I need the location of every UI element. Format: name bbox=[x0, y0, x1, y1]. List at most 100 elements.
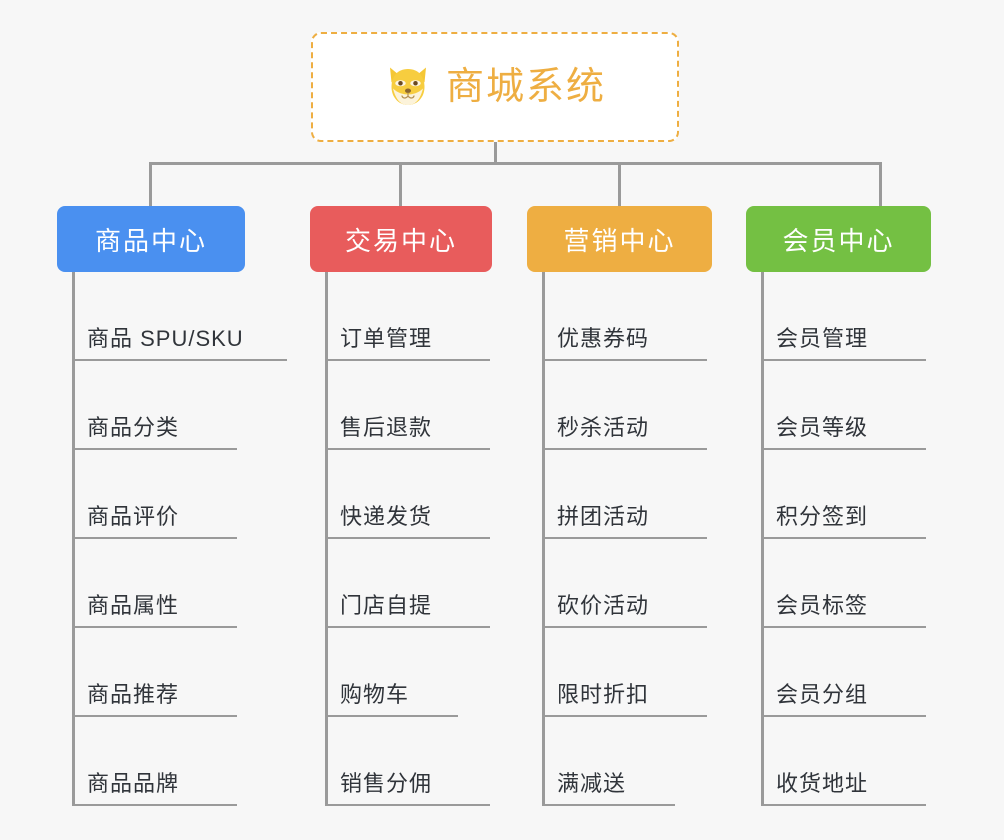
leaf-label: 商品推荐 bbox=[87, 682, 180, 707]
connector-drop-4 bbox=[879, 162, 882, 208]
list-item[interactable]: 积分签到 bbox=[746, 450, 931, 539]
category-header-1[interactable]: 商品中心 bbox=[57, 206, 245, 272]
connector-drop-3 bbox=[618, 162, 621, 208]
leaf-label: 商品属性 bbox=[87, 593, 180, 618]
list-item[interactable]: 商品推荐 bbox=[57, 628, 245, 717]
leaf-label: 商品 SPU/SKU bbox=[87, 326, 244, 351]
list-item[interactable]: 订单管理 bbox=[310, 272, 492, 361]
list-item[interactable]: 购物车 bbox=[310, 628, 492, 717]
leaf-label: 会员分组 bbox=[776, 682, 869, 707]
leaf-label: 秒杀活动 bbox=[557, 415, 650, 440]
leaf-label: 销售分佣 bbox=[340, 771, 433, 796]
list-item[interactable]: 门店自提 bbox=[310, 539, 492, 628]
list-item[interactable]: 商品分类 bbox=[57, 361, 245, 450]
branch-column-2: 交易中心 订单管理 售后退款 快递发货 门店自提 购物车 bbox=[310, 206, 492, 806]
list-item[interactable]: 售后退款 bbox=[310, 361, 492, 450]
leaf-rule bbox=[325, 448, 490, 450]
leaf-label: 商品分类 bbox=[87, 415, 180, 440]
leaf-rule bbox=[761, 715, 926, 717]
leaf-rule bbox=[761, 537, 926, 539]
list-item[interactable]: 商品属性 bbox=[57, 539, 245, 628]
root-node[interactable]: 商城系统 bbox=[311, 32, 679, 142]
connector-drop-1 bbox=[149, 162, 152, 208]
branch-column-4: 会员中心 会员管理 会员等级 积分签到 会员标签 会员分组 bbox=[746, 206, 931, 806]
leaf-label: 砍价活动 bbox=[557, 593, 650, 618]
leaf-list-4: 会员管理 会员等级 积分签到 会员标签 会员分组 收货地址 bbox=[746, 272, 931, 806]
list-item[interactable]: 销售分佣 bbox=[310, 717, 492, 806]
leaf-list-3: 优惠券码 秒杀活动 拼团活动 砍价活动 限时折扣 满减送 bbox=[527, 272, 712, 806]
connector-trunk bbox=[494, 142, 497, 164]
list-item[interactable]: 优惠券码 bbox=[527, 272, 712, 361]
connector-bus bbox=[149, 162, 882, 165]
leaf-rule bbox=[761, 448, 926, 450]
shiba-dog-face-icon bbox=[389, 67, 426, 105]
leaf-label: 快递发货 bbox=[340, 504, 433, 529]
list-item[interactable]: 商品品牌 bbox=[57, 717, 245, 806]
leaf-rule bbox=[325, 715, 458, 717]
branch-column-3: 营销中心 优惠券码 秒杀活动 拼团活动 砍价活动 限时折扣 bbox=[527, 206, 712, 806]
leaf-label: 限时折扣 bbox=[557, 682, 650, 707]
root-title: 商城系统 bbox=[445, 66, 606, 108]
leaf-list-2: 订单管理 售后退款 快递发货 门店自提 购物车 销售分佣 bbox=[310, 272, 492, 806]
list-item[interactable]: 收货地址 bbox=[746, 717, 931, 806]
leaf-rule bbox=[542, 448, 707, 450]
leaf-label: 优惠券码 bbox=[557, 326, 650, 351]
list-item[interactable]: 拼团活动 bbox=[527, 450, 712, 539]
branch-spine-3 bbox=[542, 272, 545, 806]
leaf-label: 积分签到 bbox=[776, 504, 869, 529]
leaf-rule bbox=[542, 537, 707, 539]
list-item[interactable]: 会员分组 bbox=[746, 628, 931, 717]
list-item[interactable]: 秒杀活动 bbox=[527, 361, 712, 450]
list-item[interactable]: 快递发货 bbox=[310, 450, 492, 539]
leaf-rule bbox=[761, 804, 926, 806]
leaf-rule bbox=[761, 359, 926, 361]
leaf-label: 商品品牌 bbox=[87, 771, 180, 796]
leaf-label: 拼团活动 bbox=[557, 504, 650, 529]
leaf-label: 购物车 bbox=[340, 682, 410, 707]
leaf-rule bbox=[325, 359, 490, 361]
leaf-label: 门店自提 bbox=[340, 593, 433, 618]
category-header-label: 营销中心 bbox=[563, 225, 676, 256]
leaf-rule bbox=[325, 804, 490, 806]
category-header-2[interactable]: 交易中心 bbox=[310, 206, 492, 272]
leaf-rule bbox=[325, 626, 490, 628]
list-item[interactable]: 限时折扣 bbox=[527, 628, 712, 717]
branch-spine-1 bbox=[72, 272, 75, 806]
category-header-label: 商品中心 bbox=[94, 225, 207, 256]
leaf-rule bbox=[72, 448, 237, 450]
leaf-label: 满减送 bbox=[557, 771, 627, 796]
leaf-label: 会员等级 bbox=[776, 415, 869, 440]
connector-drop-2 bbox=[399, 162, 402, 208]
leaf-rule bbox=[72, 359, 287, 361]
leaf-label: 会员标签 bbox=[776, 593, 869, 618]
leaf-label: 商品评价 bbox=[87, 504, 180, 529]
list-item[interactable]: 满减送 bbox=[527, 717, 712, 806]
list-item[interactable]: 会员等级 bbox=[746, 361, 931, 450]
list-item[interactable]: 会员管理 bbox=[746, 272, 931, 361]
category-header-label: 交易中心 bbox=[344, 225, 457, 256]
leaf-label: 收货地址 bbox=[776, 771, 869, 796]
category-header-4[interactable]: 会员中心 bbox=[746, 206, 931, 272]
list-item[interactable]: 砍价活动 bbox=[527, 539, 712, 628]
leaf-label: 会员管理 bbox=[776, 326, 869, 351]
category-header-label: 会员中心 bbox=[782, 225, 895, 256]
leaf-rule bbox=[761, 626, 926, 628]
branch-column-1: 商品中心 商品 SPU/SKU 商品分类 商品评价 商品属性 商品推荐 bbox=[57, 206, 287, 806]
category-header-3[interactable]: 营销中心 bbox=[527, 206, 712, 272]
leaf-rule bbox=[72, 804, 237, 806]
leaf-rule bbox=[542, 804, 675, 806]
leaf-rule bbox=[72, 626, 237, 628]
branch-spine-4 bbox=[761, 272, 764, 806]
leaf-rule bbox=[542, 715, 707, 717]
leaf-label: 售后退款 bbox=[340, 415, 433, 440]
leaf-rule bbox=[72, 715, 237, 717]
leaf-label: 订单管理 bbox=[340, 326, 433, 351]
list-item[interactable]: 商品 SPU/SKU bbox=[57, 272, 287, 361]
leaf-rule bbox=[325, 537, 490, 539]
leaf-rule bbox=[72, 537, 237, 539]
list-item[interactable]: 会员标签 bbox=[746, 539, 931, 628]
list-item[interactable]: 商品评价 bbox=[57, 450, 245, 539]
leaf-list-1: 商品 SPU/SKU 商品分类 商品评价 商品属性 商品推荐 商品品牌 bbox=[57, 272, 287, 806]
branch-spine-2 bbox=[325, 272, 328, 806]
leaf-rule bbox=[542, 626, 707, 628]
